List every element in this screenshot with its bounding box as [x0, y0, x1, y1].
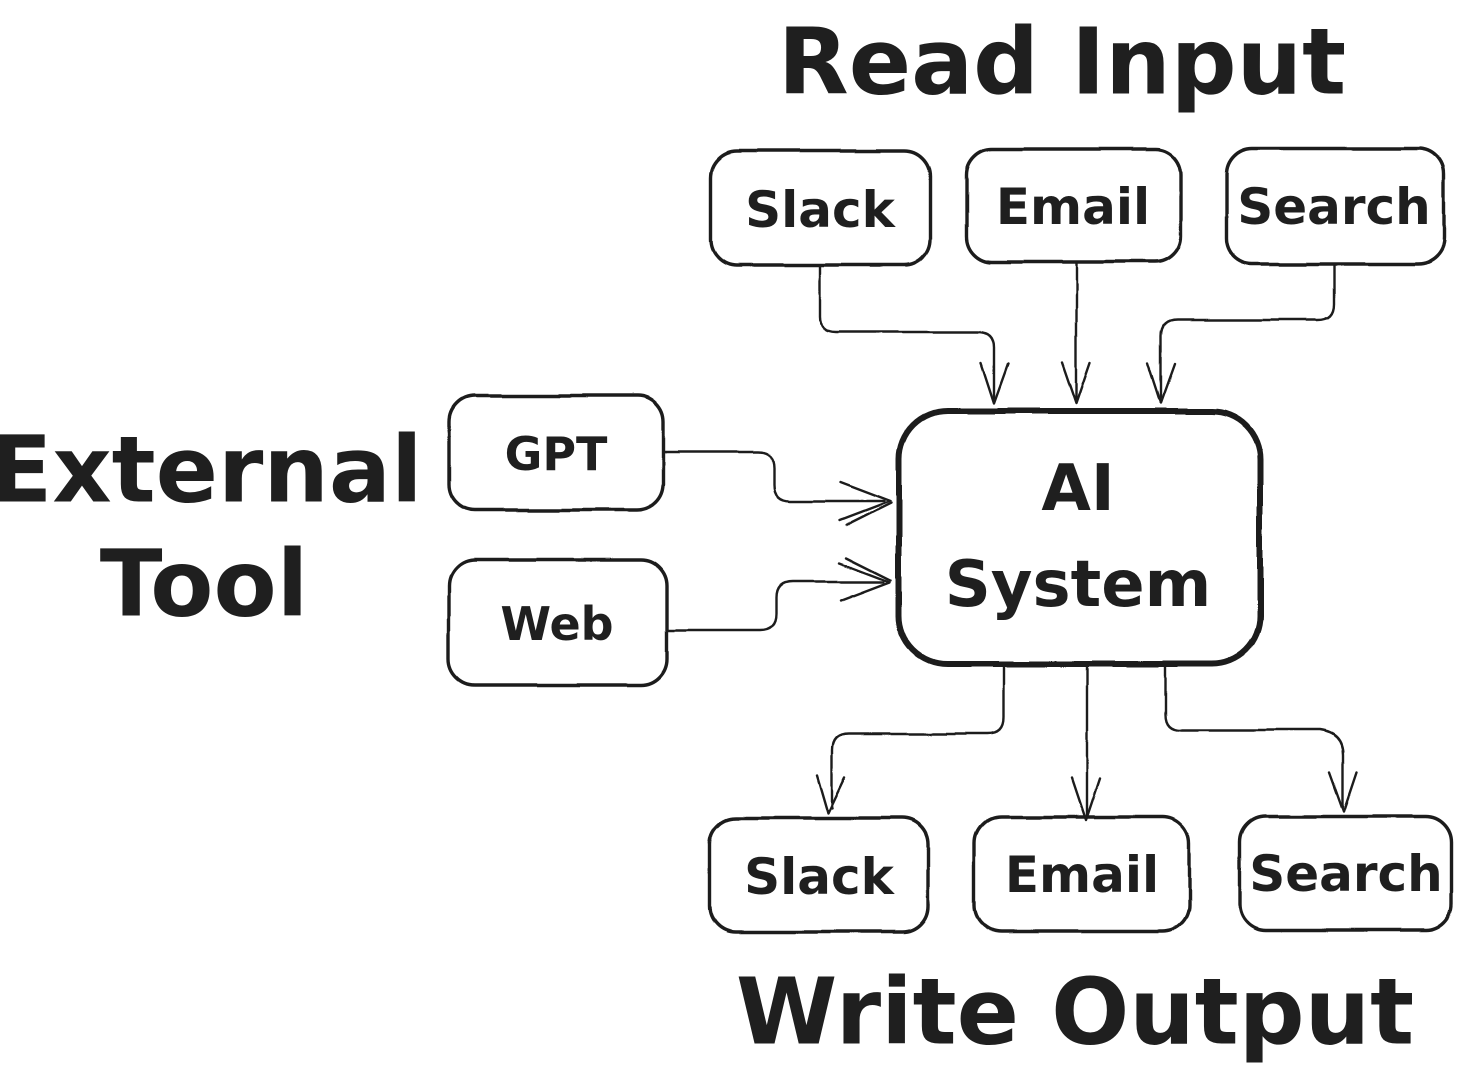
title-external-tool-line2: Tool [100, 531, 308, 638]
diagram-strokes [447, 146, 1454, 934]
node-ai-system-box [896, 408, 1263, 667]
node-ai-system-label-line2: System [945, 548, 1212, 622]
arrow-input-slack-to-ai [818, 264, 1010, 405]
node-input-slack-label: Slack [745, 181, 897, 239]
node-output-search-label: Search [1249, 845, 1443, 903]
title-read-input: Read Input [778, 9, 1346, 116]
node-tool-web-label: Web [500, 597, 613, 651]
node-output-slack-label: Slack [744, 848, 896, 906]
node-input-search-label: Search [1237, 178, 1431, 236]
arrow-web-to-ai [666, 556, 893, 632]
node-ai-system-label-line1: AI [1041, 452, 1114, 526]
node-tool-web-box [447, 558, 669, 687]
node-output-slack-box [708, 816, 930, 934]
title-external-tool-line1: External [0, 417, 423, 524]
node-input-email-label: Email [996, 178, 1150, 236]
node-tool-gpt-label: GPT [505, 427, 608, 481]
node-tool-gpt-box [447, 394, 665, 512]
arrow-ai-to-output-email [1070, 662, 1102, 822]
node-output-email-box [973, 815, 1191, 933]
arrow-gpt-to-ai [662, 450, 893, 527]
node-input-email-box [964, 147, 1183, 264]
node-output-search-box [1238, 814, 1454, 932]
arrow-input-search-to-ai [1146, 262, 1336, 405]
diagram-labels: Read Input External Tool Write Output Sl… [0, 9, 1443, 1066]
arrow-ai-to-output-slack [815, 662, 1006, 815]
title-write-output: Write Output [736, 959, 1414, 1066]
arrow-input-email-to-ai [1060, 261, 1092, 405]
arrow-ai-to-output-search [1163, 662, 1359, 813]
node-output-email-label: Email [1005, 846, 1159, 904]
